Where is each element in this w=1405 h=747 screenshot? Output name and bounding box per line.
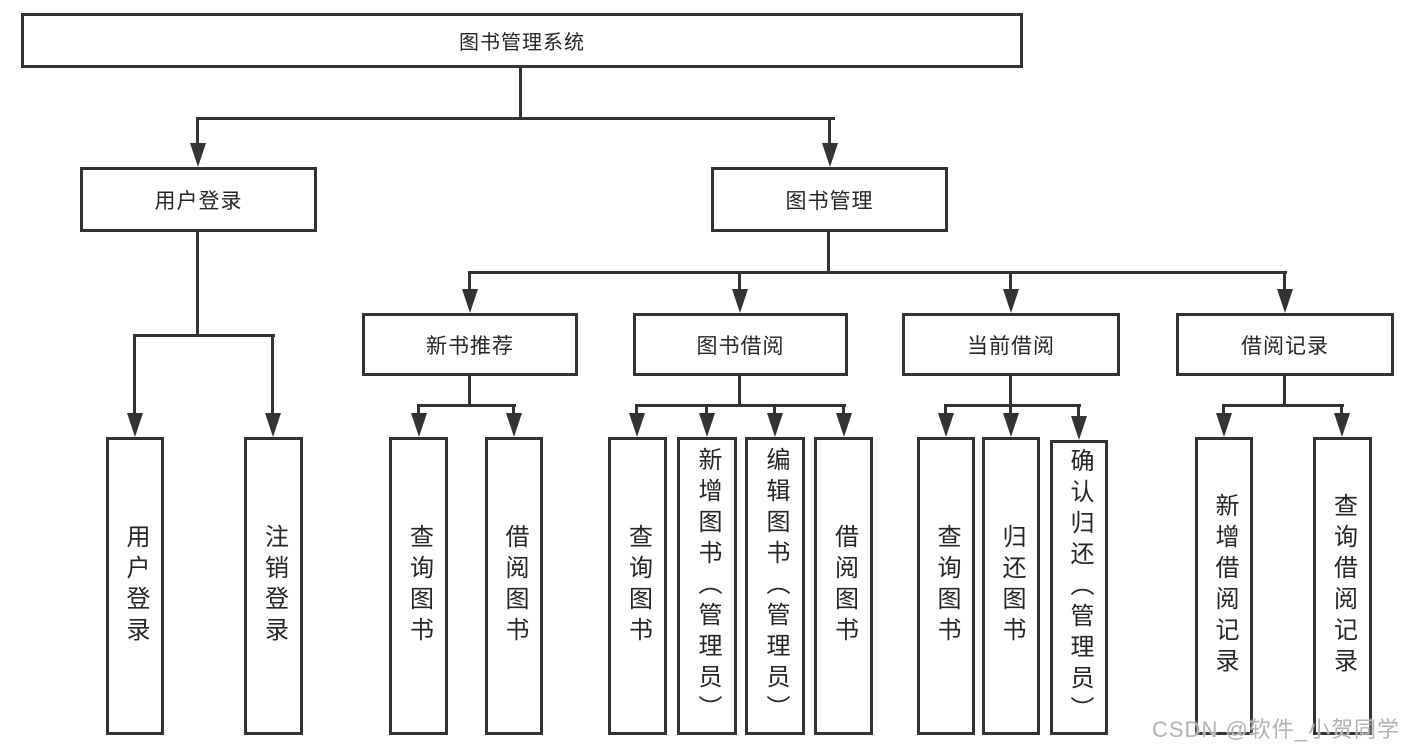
- leaf-add-books-admin: 新增图书（管理员）: [677, 437, 737, 735]
- node-user-login: 用户登录: [80, 167, 317, 232]
- arrowhead-down-icon: [127, 413, 143, 437]
- connector-line: [635, 404, 846, 407]
- leaf-return-books: 归还图书: [982, 437, 1040, 735]
- connector-line: [134, 334, 275, 337]
- node-label: 当前借阅: [967, 334, 1055, 358]
- leaf-label: 确认归还（管理员）: [1066, 448, 1093, 727]
- connector-line: [197, 117, 835, 120]
- connector-line: [738, 376, 741, 407]
- leaf-label: 归还图书: [998, 524, 1025, 648]
- connector-line: [944, 404, 1081, 407]
- arrowhead-down-icon: [629, 413, 645, 437]
- arrowhead-down-icon: [1277, 289, 1293, 313]
- csdn-watermark: CSDN @软件_小贺同学: [1152, 717, 1401, 742]
- arrowhead-down-icon: [1003, 289, 1019, 313]
- node-borrow-records: 借阅记录: [1176, 313, 1394, 376]
- arrowhead-down-icon: [1216, 413, 1232, 437]
- leaf-borrow-books-recommend: 借阅图书: [485, 437, 543, 735]
- connector-arrow-line: [828, 117, 831, 151]
- leaf-query-books-current: 查询图书: [917, 437, 975, 735]
- connector-arrow-line: [1009, 404, 1012, 421]
- connector-line: [1009, 376, 1012, 407]
- connector-arrow-line: [1077, 404, 1080, 424]
- connector-line: [196, 232, 199, 337]
- connector-line: [418, 404, 516, 407]
- connector-arrow-line: [705, 404, 708, 421]
- leaf-label: 新增借阅记录: [1211, 493, 1238, 679]
- node-label: 图书管理: [785, 189, 874, 213]
- leaf-label: 用户登录: [122, 524, 149, 648]
- node-label: 图书管理系统: [459, 32, 585, 54]
- leaf-confirm-return-admin: 确认归还（管理员）: [1050, 440, 1108, 735]
- connector-line: [1283, 376, 1286, 407]
- leaf-label: 借阅图书: [830, 524, 858, 648]
- leaf-label: 查询图书: [933, 524, 960, 648]
- node-book-management: 图书管理: [711, 167, 948, 232]
- leaf-user-login: 用户登录: [106, 437, 164, 735]
- arrowhead-down-icon: [1003, 413, 1019, 437]
- node-root-library-system: 图书管理系统: [21, 13, 1023, 68]
- leaf-borrow-books-borrowing: 借阅图书: [814, 437, 873, 735]
- connector-line: [1222, 404, 1344, 407]
- leaf-label: 借阅图书: [501, 524, 528, 648]
- connector-line: [468, 376, 471, 407]
- connector-arrow-line: [635, 404, 638, 421]
- connector-arrow-line: [944, 404, 947, 421]
- connector-arrow-line: [773, 404, 776, 421]
- node-label: 新书推荐: [426, 334, 514, 358]
- node-label: 用户登录: [154, 189, 243, 213]
- arrowhead-down-icon: [699, 413, 715, 437]
- leaf-add-borrow-record: 新增借阅记录: [1195, 437, 1253, 735]
- arrowhead-down-icon: [836, 413, 852, 437]
- connector-arrow-line: [133, 334, 136, 421]
- arrowhead-down-icon: [411, 413, 427, 437]
- leaf-label: 注销登录: [260, 524, 288, 648]
- connector-arrow-line: [271, 334, 274, 421]
- arrowhead-down-icon: [938, 413, 954, 437]
- connector-arrow-line: [1009, 271, 1012, 297]
- arrowhead-down-icon: [190, 143, 206, 167]
- connector-arrow-line: [512, 404, 515, 421]
- node-book-borrowing: 图书借阅: [633, 313, 848, 376]
- leaf-query-borrow-record: 查询借阅记录: [1313, 437, 1372, 735]
- connector-arrow-line: [417, 404, 420, 421]
- connector-line: [469, 271, 1287, 274]
- node-label: 借阅记录: [1241, 334, 1329, 358]
- node-label: 图书借阅: [696, 334, 785, 358]
- arrowhead-down-icon: [462, 289, 478, 313]
- node-current-borrowing: 当前借阅: [902, 313, 1120, 376]
- node-new-book-recommend: 新书推荐: [362, 313, 578, 376]
- arrowhead-down-icon: [822, 143, 838, 167]
- connector-line: [827, 232, 830, 274]
- leaf-label: 编辑图书（管理员）: [762, 446, 789, 726]
- connector-arrow-line: [1283, 271, 1286, 297]
- leaf-query-books-borrowing: 查询图书: [608, 437, 667, 735]
- connector-arrow-line: [196, 117, 199, 151]
- leaf-label: 查询借阅记录: [1329, 493, 1357, 679]
- leaf-label: 查询图书: [405, 524, 433, 648]
- arrowhead-down-icon: [1071, 416, 1087, 440]
- arrowhead-down-icon: [265, 413, 281, 437]
- connector-line: [519, 68, 522, 120]
- leaf-query-books-recommend: 查询图书: [389, 437, 448, 735]
- leaf-logout: 注销登录: [244, 437, 303, 735]
- arrowhead-down-icon: [767, 413, 783, 437]
- arrowhead-down-icon: [732, 289, 748, 313]
- connector-arrow-line: [842, 404, 845, 421]
- arrowhead-down-icon: [506, 413, 522, 437]
- connector-arrow-line: [738, 271, 741, 297]
- connector-arrow-line: [1340, 404, 1343, 421]
- connector-arrow-line: [1222, 404, 1225, 421]
- leaf-edit-books-admin: 编辑图书（管理员）: [745, 437, 805, 735]
- leaf-label: 查询图书: [624, 524, 652, 648]
- arrowhead-down-icon: [1334, 413, 1350, 437]
- leaf-label: 新增图书（管理员）: [694, 446, 721, 726]
- connector-arrow-line: [468, 271, 471, 297]
